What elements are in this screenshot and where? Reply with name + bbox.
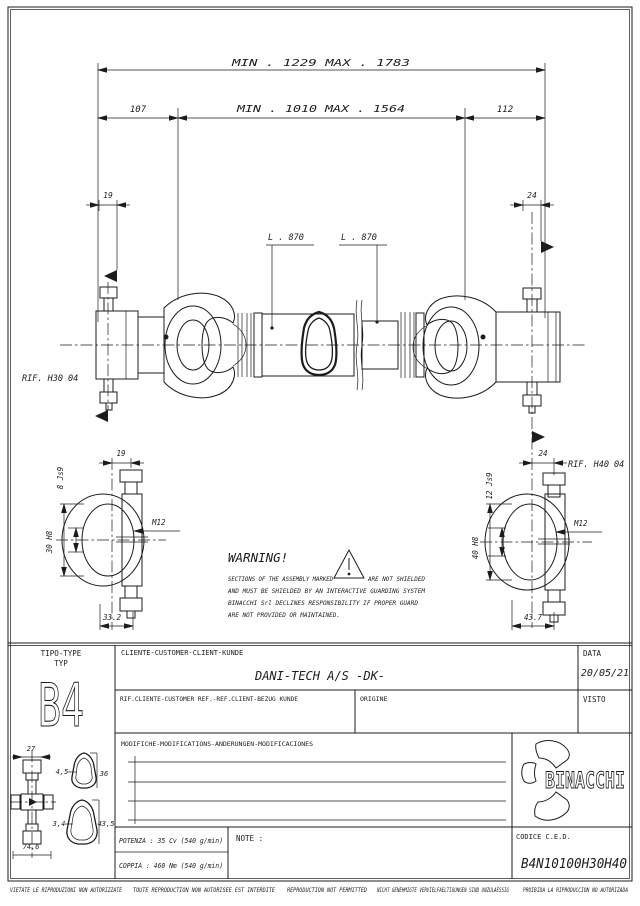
detail-left-width: 19 (116, 449, 126, 458)
detail-left-thread: M12 (151, 518, 166, 527)
footer-notice-fr: TOUTE REPRODUCTION NON AUTORISEE EST INT… (133, 887, 275, 894)
data-value: 20/05/21 (581, 668, 629, 679)
binacchi-logo: BINACCHI (521, 740, 625, 821)
dim-right-bolt: 24 (527, 191, 537, 200)
length-dimensions: MIN . 1229 MAX . 1783 107 MIN . 1010 MAX… (97, 58, 546, 322)
type-value: B4 (38, 671, 84, 741)
coppia-value: COPPIA : 460 Nm (540 g/min) (119, 862, 223, 870)
warning-line3: BINACCHI Srl DECLINES RESPONSIBILITY IF … (228, 600, 418, 607)
dim-right-end: 112 (497, 105, 513, 115)
warning-line1b: ARE NOT SHIELDED (367, 576, 425, 583)
hub-bolt-dimensions: 19 24 (86, 191, 554, 628)
profile-small-size: 36 (99, 770, 108, 778)
driveshaft-main-view (60, 286, 585, 414)
potenza-value: POTENZA : 35 Cv (540 g/min) (119, 837, 223, 845)
codice-label: CODICE C.E.D. (516, 833, 571, 841)
outer-tube (261, 310, 355, 377)
warning-triangle-icon (333, 548, 365, 579)
grease-nipple-icon (480, 334, 486, 340)
profile-small-thickness: 4,5 (56, 768, 69, 776)
detail-left-bore: 30 H8 (45, 530, 54, 554)
cross-journal-drawing: 27 74,6 (10, 745, 56, 859)
detail-right-thread: M12 (573, 519, 588, 528)
rif-cliente-label: RIF.CLIENTE-CUSTOMER REF.-REF.CLIENT-BEZ… (120, 696, 298, 703)
warning-title: WARNING! (228, 550, 288, 565)
right-yoke (412, 295, 497, 399)
detail-right-length: 43.7 (524, 613, 543, 622)
note-label: NOTE : (236, 834, 263, 843)
profile-large-thickness: 3,4 (52, 820, 66, 828)
codice-value: B4N10100H30H40 (521, 856, 627, 872)
dim-telescope: MIN . 1010 MAX . 1564 (236, 104, 406, 115)
detail-right-width: 24 (538, 449, 547, 458)
tube-profile-section (300, 310, 338, 377)
footer-notice-es: PROIBIDA LA RIPRODUCCION NO AUTORIZADA (523, 887, 628, 894)
grease-nipple-icon (163, 334, 169, 340)
cliente-value: DANI-TECH A/S -DK- (254, 669, 385, 683)
profile-large-drawing: 3,4 43,5 (52, 799, 115, 845)
cross-height: 74,6 (23, 843, 40, 851)
ref-right-label: RIF. H40 04 (568, 460, 624, 470)
left-clamp-hub (95, 286, 165, 411)
dim-tube-right: L . 870 (341, 233, 377, 243)
logo-bracket (521, 762, 537, 784)
profile-small-drawing: 4,5 36 (56, 752, 108, 789)
tipo-type-label: TIPO-TYPE (41, 649, 82, 658)
warning-line2: AND MUST BE SHIELDED BY AN INTERACTIVE G… (227, 588, 425, 595)
modifiche-label: MODIFICHE-MODIFICATIONS-ANDERUNGEN-MODIF… (121, 741, 313, 748)
visto-label: VISTO (583, 695, 606, 704)
logo-lower-crescent (534, 791, 570, 821)
origine-label: ORIGINE (360, 695, 387, 703)
dim-overall: MIN . 1229 MAX . 1783 (231, 58, 411, 69)
dim-left-bolt: 19 (103, 191, 113, 200)
dim-left-end: 107 (130, 105, 147, 115)
ref-left-label: RIF. H30 04 (22, 374, 78, 384)
sheet-border (7, 6, 633, 882)
right-hub-detail: 24 40 H8 12 Js9 M12 43.7 (471, 449, 602, 630)
right-collar (400, 312, 425, 378)
footer-notice-it: VIETATE LE RIPRODUZIONI NON AUTORIZZATE (10, 887, 122, 894)
title-block-grid (8, 642, 632, 879)
footer-notices: VIETATE LE RIPRODUZIONI NON AUTORIZZATE … (10, 887, 628, 894)
logo-upper-crescent (535, 740, 570, 769)
cross-width: 27 (27, 745, 36, 753)
detail-left-keyway: 8 Js9 (56, 466, 65, 489)
tube-break (355, 299, 399, 391)
left-hub-detail: 19 30 H8 8 Js9 M12 33.2 (45, 449, 180, 630)
title-block-text: TIPO-TYPE TYP B4 CLIENTE-CUSTOMER-CLIENT… (37, 649, 629, 872)
data-label: DATA (583, 649, 602, 658)
detail-right-bore: 40 H8 (471, 536, 480, 559)
detail-right-keyway: 12 Js9 (485, 472, 494, 500)
warning-line4: ARE NOT PROVIDED OR MAINTAINED. (227, 612, 340, 619)
footer-notice-de: NICHT GENEHMIGTE VERVIELFAELTIGUNGEN SIN… (376, 887, 509, 894)
footer-notice-en: REPRODUCTION NOT PERMITTED (287, 887, 367, 894)
dim-tube-left: L . 870 (268, 233, 304, 243)
profile-large-size: 43,5 (98, 820, 115, 828)
typ-label: TYP (54, 659, 68, 668)
brand-name: BINACCHI (545, 769, 625, 794)
cliente-label: CLIENTE-CUSTOMER-CLIENT-KUNDE (121, 649, 243, 657)
warning-note: WARNING! SECTIONS OF THE ASSEMBLY MARKED… (227, 548, 425, 619)
detail-left-length: 33.2 (102, 613, 122, 622)
left-yoke (163, 292, 247, 399)
warning-line1a: SECTIONS OF THE ASSEMBLY MARKED (228, 576, 333, 583)
right-clamp-hub (495, 287, 561, 414)
